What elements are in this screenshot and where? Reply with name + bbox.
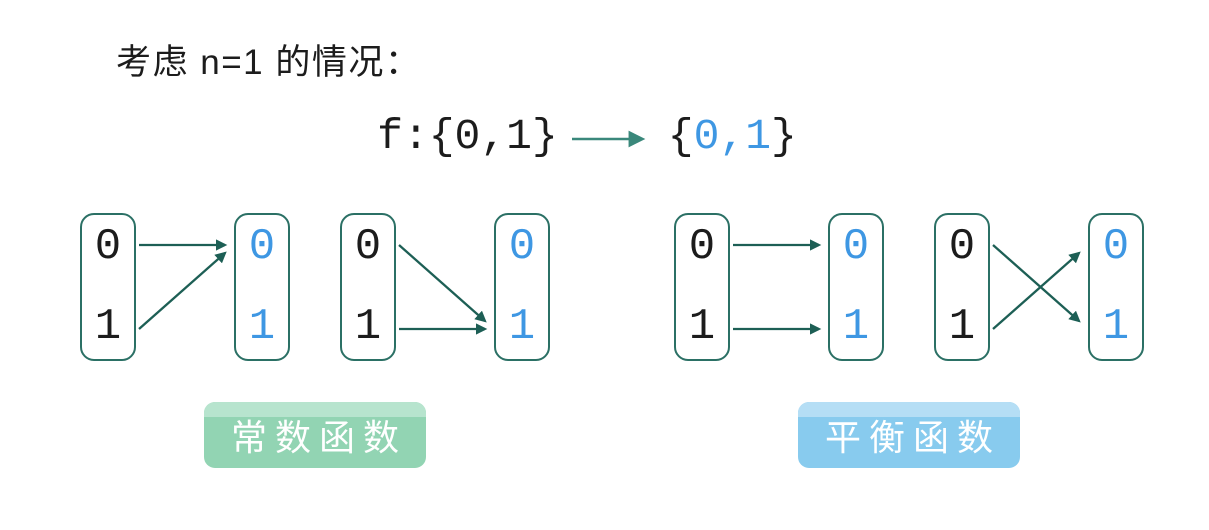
- mapping-diagram-constant-zero: 0 1 0 1: [80, 213, 290, 361]
- input-element-0: 0: [948, 222, 976, 272]
- function-codomain: {0,1}: [668, 112, 797, 161]
- output-set-box: 0 1: [494, 213, 550, 361]
- codomain-element-1: 1: [745, 111, 772, 161]
- output-element-0: 0: [508, 222, 536, 272]
- function-diagrams: 0 1 0 1 0 1 0: [80, 213, 1144, 468]
- output-set-box: 0 1: [828, 213, 884, 361]
- balanced-function-badge: 平衡函数: [798, 402, 1020, 468]
- constant-functions-group: 0 1 0 1 0 1 0: [80, 213, 550, 468]
- input-set-box: 0 1: [934, 213, 990, 361]
- constant-function-label: 常数函数: [230, 417, 407, 458]
- input-element-1: 1: [354, 302, 382, 352]
- mapping-diagram-constant-one: 0 1 0 1: [340, 213, 550, 361]
- codomain-close-brace: }: [771, 111, 797, 161]
- balanced-functions-group: 0 1 0 1 0 1 0: [674, 213, 1144, 468]
- mapping-arrows-icon: [733, 239, 822, 335]
- balanced-diagrams-pair: 0 1 0 1 0 1 0: [674, 213, 1144, 361]
- mapping-arrows-icon: [138, 239, 228, 330]
- output-element-0: 0: [842, 222, 870, 272]
- input-element-1: 1: [688, 302, 716, 352]
- output-element-1: 1: [842, 302, 870, 352]
- input-element-0: 0: [94, 222, 122, 272]
- codomain-comma: ,: [719, 111, 746, 161]
- codomain-element-0: 0: [693, 111, 720, 161]
- balanced-function-label: 平衡函数: [824, 417, 1001, 458]
- input-element-0: 0: [688, 222, 716, 272]
- input-set-box: 0 1: [80, 213, 136, 361]
- input-set-box: 0 1: [340, 213, 396, 361]
- output-set-box: 0 1: [1088, 213, 1144, 361]
- input-set-box: 0 1: [674, 213, 730, 361]
- page-title: 考虑 n=1 的情况：: [116, 43, 422, 82]
- mapping-diagram-identity: 0 1 0 1: [674, 213, 884, 361]
- codomain-open-brace: {: [667, 111, 694, 161]
- mapping-arrows-icon: [992, 244, 1081, 330]
- output-element-0: 0: [1102, 222, 1130, 272]
- input-element-1: 1: [948, 302, 976, 352]
- output-set-box: 0 1: [234, 213, 290, 361]
- mapping-arrows-icon: [398, 244, 488, 335]
- output-element-1: 1: [248, 302, 276, 352]
- badge-highlight-strip: [798, 402, 1020, 417]
- constant-function-badge: 常数函数: [204, 402, 426, 468]
- constant-diagrams-pair: 0 1 0 1 0 1 0: [80, 213, 550, 361]
- input-element-0: 0: [354, 222, 382, 272]
- output-element-0: 0: [248, 222, 276, 272]
- input-element-1: 1: [94, 302, 122, 352]
- output-element-1: 1: [1102, 302, 1130, 352]
- function-signature: f:{0,1} {0,1}: [0, 102, 1174, 170]
- mapping-diagram-negation: 0 1 0 1: [934, 213, 1144, 361]
- output-element-1: 1: [508, 302, 536, 352]
- badge-highlight-strip: [204, 402, 426, 417]
- maps-to-arrow-icon: [571, 130, 646, 148]
- function-domain: f:{0,1}: [377, 111, 558, 161]
